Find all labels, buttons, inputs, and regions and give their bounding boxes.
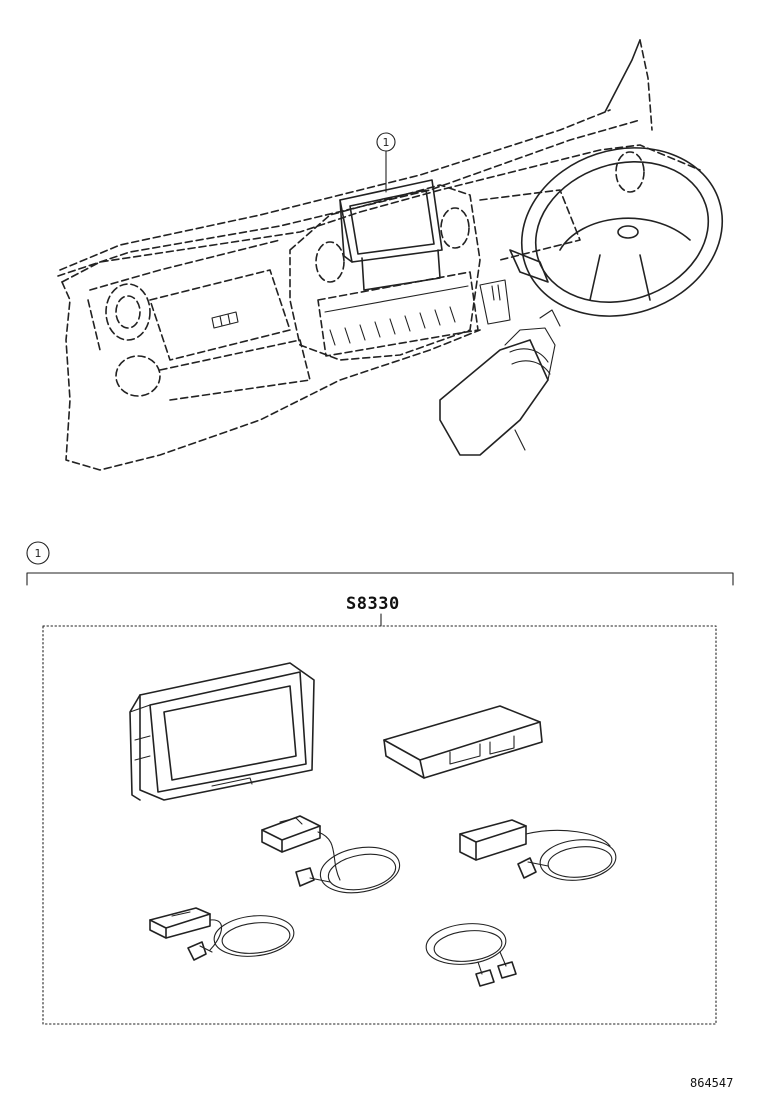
callout-number-bottom: 1 — [35, 547, 42, 560]
group-bracket — [26, 572, 734, 586]
illustration-number: 864547 — [690, 1076, 734, 1090]
control-box — [383, 705, 543, 779]
tuner-box — [459, 819, 617, 881]
cable-harness — [425, 923, 517, 987]
callout-circle-bottom — [26, 541, 50, 565]
callout-number-top: 1 — [383, 136, 390, 149]
dashboard-illustration: 1 — [57, 39, 724, 471]
gps-antenna — [261, 815, 401, 894]
kit-frame — [42, 625, 717, 1025]
part-code-label: S8330 — [346, 594, 400, 614]
display-unit — [129, 662, 315, 801]
kit-section: 1 — [26, 541, 734, 1025]
sensor-harness — [149, 907, 295, 961]
